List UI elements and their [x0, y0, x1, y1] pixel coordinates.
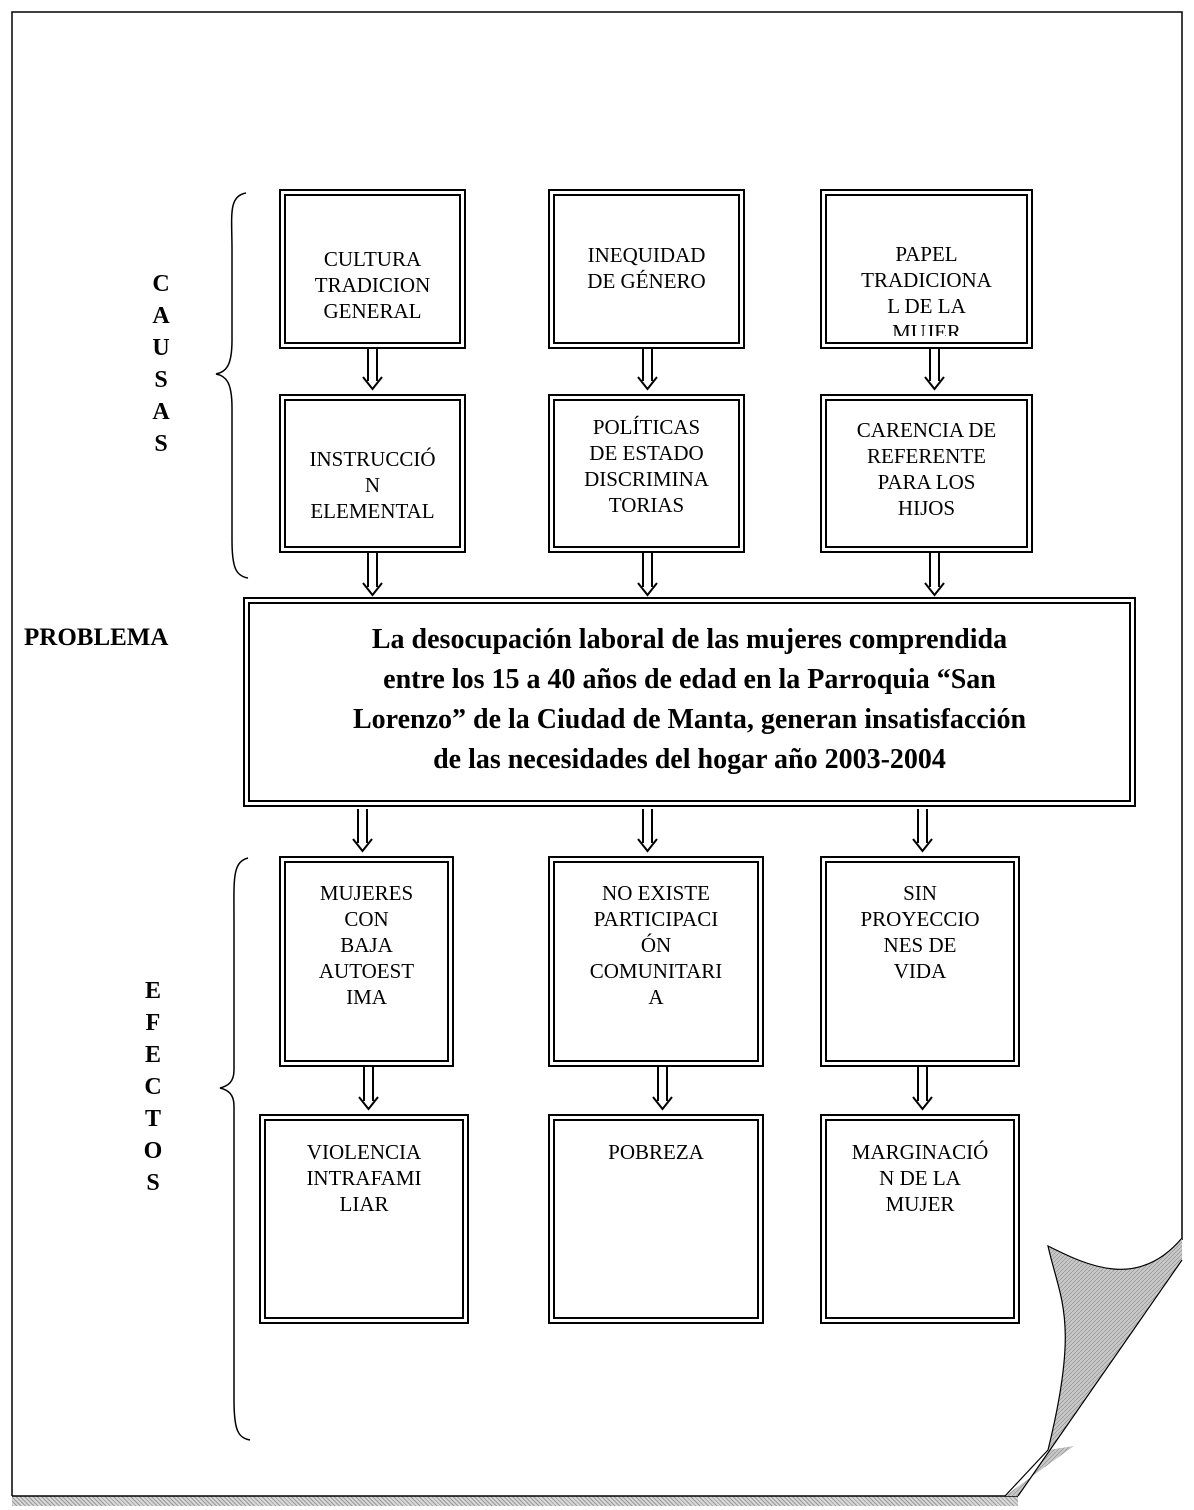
- cause-box-cultura: CULTURA TRADICION GENERAL: [279, 189, 466, 349]
- arrow-carencia-to-problem: [924, 553, 945, 597]
- box-line: TRADICIONA: [861, 268, 992, 292]
- effect-box-violencia: VIOLENCIA INTRAFAMI LIAR: [259, 1114, 469, 1324]
- box-line: INEQUIDAD: [587, 243, 706, 267]
- box-line: NO EXISTE: [602, 881, 710, 905]
- box-line: N DE LA: [879, 1166, 961, 1190]
- box-line: DISCRIMINA: [584, 467, 709, 491]
- box-line: REFERENTE: [867, 444, 986, 468]
- box-line: N: [364, 473, 381, 497]
- box-line: NES DE: [883, 933, 957, 957]
- box-line: ELEMENTAL: [310, 499, 435, 523]
- box-line: CARENCIA DE: [856, 418, 997, 442]
- box-line: PROYECCIO: [860, 907, 980, 931]
- cause-box-papel: PAPEL TRADICIONA L DE LA MUJER: [820, 189, 1033, 349]
- arrow-politicas-to-problem: [637, 553, 658, 597]
- problem-line: Lorenzo” de la Ciudad de Manta, generan …: [352, 704, 1027, 735]
- page-curl: [1005, 1238, 1182, 1496]
- arrow-instruccion-to-problem: [362, 553, 383, 597]
- arrow-cultura-to-instruccion: [362, 349, 383, 391]
- box-line: BAJA: [340, 933, 393, 957]
- box-line: DE ESTADO: [589, 441, 704, 465]
- box-line: IMA: [346, 985, 387, 1009]
- box-line: INSTRUCCIÓ: [309, 447, 436, 471]
- box-line: PARTICIPACI: [593, 907, 719, 931]
- box-line: GENERAL: [323, 299, 422, 323]
- box-line: ÓN: [640, 933, 672, 957]
- effect-box-proyecciones: SIN PROYECCIO NES DE VIDA: [820, 856, 1020, 1067]
- page-shadow: [12, 1496, 1018, 1506]
- box-line: DE GÉNERO: [587, 269, 706, 293]
- problem-line: de las necesidades del hogar año 2003-20…: [433, 744, 946, 775]
- problem-line: entre los 15 a 40 años de edad en la Par…: [383, 664, 996, 695]
- page-curl-edge: [1004, 1237, 1183, 1497]
- effect-box-marginacion: MARGINACIÓ N DE LA MUJER: [820, 1114, 1020, 1324]
- box-line: AUTOEST: [318, 959, 415, 983]
- effect-box-participacion: NO EXISTE PARTICIPACI ÓN COMUNITARI A: [548, 856, 764, 1067]
- box-line: COMUNITARI: [589, 959, 723, 983]
- box-line: TORIAS: [608, 493, 685, 517]
- arrow-inequidad-to-politicas: [637, 349, 658, 391]
- box-line: L DE LA: [887, 294, 966, 318]
- problema-label: PROBLEMA: [24, 624, 169, 651]
- arrow-problem-to-proyecciones: [912, 809, 933, 853]
- effect-box-mujeres: MUJERES CON BAJA AUTOEST IMA: [279, 856, 454, 1067]
- box-line: SIN: [903, 881, 937, 905]
- arrow-problem-to-mujeres: [352, 809, 373, 853]
- box-line: MUJER: [892, 320, 961, 336]
- box-line: VIOLENCIA: [306, 1140, 422, 1164]
- effect-box-pobreza: POBREZA: [548, 1114, 764, 1324]
- box-line: INTRAFAMI: [306, 1166, 422, 1190]
- causas-brace: [215, 192, 249, 579]
- box-line: LIAR: [339, 1192, 389, 1216]
- cause-box-inequidad: INEQUIDAD DE GÉNERO: [548, 189, 745, 349]
- box-line: MARGINACIÓ: [851, 1140, 989, 1164]
- arrow-problem-to-participacion: [637, 809, 658, 853]
- box-line: CON: [344, 907, 389, 931]
- problem-box: La desocupación laboral de las mujeres c…: [243, 597, 1136, 807]
- box-line: POLÍTICAS: [592, 415, 701, 439]
- cause-box-carencia: CARENCIA DE REFERENTE PARA LOS HIJOS: [820, 394, 1033, 553]
- arrow-mujeres-to-violencia: [358, 1067, 379, 1111]
- box-line: MUJERES: [319, 881, 414, 905]
- box-line: CULTURA: [323, 247, 422, 271]
- box-line: PARA LOS: [877, 470, 976, 494]
- box-line: PAPEL: [895, 242, 958, 266]
- efectos-brace: [219, 857, 251, 1441]
- box-line: VIDA: [893, 959, 947, 983]
- arrow-participacion-to-pobreza: [652, 1067, 673, 1111]
- box-line: MUJER: [885, 1192, 955, 1216]
- box-line: TRADICION: [314, 273, 431, 297]
- box-line: POBREZA: [608, 1140, 704, 1164]
- cause-box-politicas: POLÍTICAS DE ESTADO DISCRIMINA TORIAS: [548, 394, 745, 553]
- box-line: HIJOS: [897, 496, 956, 520]
- box-line: A: [648, 985, 664, 1009]
- cause-box-instruccion: INSTRUCCIÓ N ELEMENTAL: [279, 394, 466, 553]
- problem-line: La desocupación laboral de las mujeres c…: [371, 624, 1008, 655]
- arrow-papel-to-carencia: [924, 349, 945, 391]
- page-frame: [11, 11, 1183, 1496]
- arrow-proyecciones-to-marginacion: [912, 1067, 933, 1111]
